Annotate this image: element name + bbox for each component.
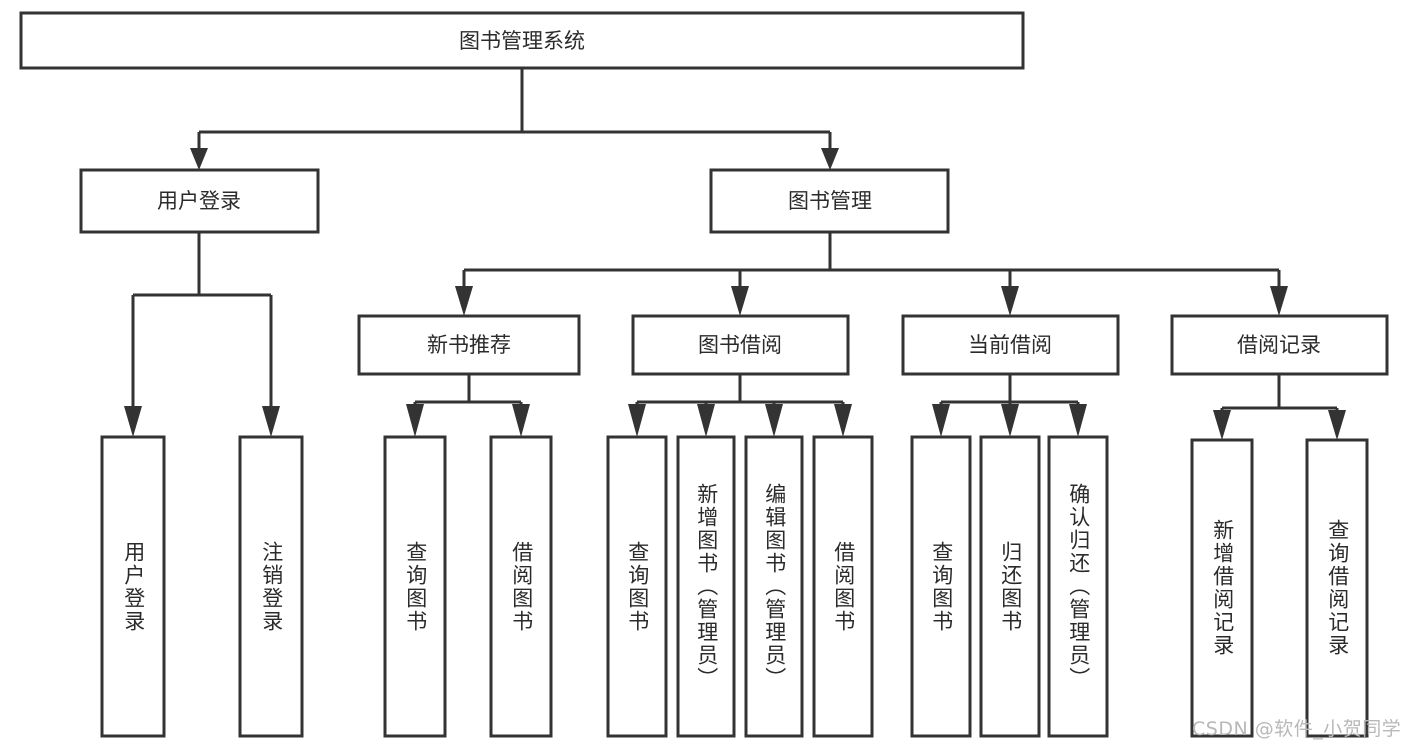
arrowhead-leaf-borrow-book-1 [512, 404, 530, 437]
connector-group [124, 68, 1346, 440]
node-box-leaf-query-book-1[interactable] [383, 435, 447, 738]
horizontal-labels: 图书管理系统 用户登录 图书管理 新书推荐 图书借阅 当前借阅 借阅记录 [157, 29, 1321, 357]
arrowhead-current-borrow [1001, 286, 1019, 316]
node-box-leaf-query-book-2[interactable] [606, 435, 668, 738]
node-box-new-book-recommend[interactable] [357, 314, 581, 376]
label-new-book-recommend: 新书推荐 [427, 333, 511, 357]
node-box-leaf-logout-login[interactable] [238, 435, 304, 738]
node-box-leaf-confirm-return[interactable] [1047, 435, 1109, 738]
node-box-leaf-return-book[interactable] [979, 435, 1041, 738]
arrowhead-borrow-record [1270, 286, 1288, 316]
arrowhead-leaf-confirm-return [1069, 404, 1087, 437]
node-box-leaf-user-login[interactable] [100, 435, 166, 738]
label-book-manage: 图书管理 [788, 189, 872, 213]
node-box-leaf-query-borrow-record[interactable] [1305, 438, 1369, 738]
node-box-leaf-borrow-book-2[interactable] [812, 435, 874, 738]
csdn-watermark: CSDN @软件_小贺同学 [1192, 718, 1402, 740]
node-boxes [19, 11, 1389, 738]
node-box-leaf-query-book-3[interactable] [910, 435, 972, 738]
node-box-current-borrow[interactable] [901, 314, 1120, 376]
arrowhead-leaf-query-book-1 [406, 404, 424, 437]
arrowhead-leaf-query-book-2 [628, 404, 646, 437]
label-current-borrow: 当前借阅 [968, 333, 1052, 357]
node-box-root[interactable] [19, 11, 1025, 70]
node-box-leaf-add-book[interactable] [676, 435, 736, 738]
node-box-book-borrow[interactable] [631, 314, 850, 376]
node-box-leaf-edit-book[interactable] [744, 435, 804, 738]
label-borrow-record: 借阅记录 [1237, 333, 1321, 357]
node-box-leaf-borrow-book-1[interactable] [489, 435, 553, 738]
node-box-leaf-add-borrow-record[interactable] [1190, 438, 1254, 738]
arrowhead-leaf-return-book [1001, 404, 1019, 437]
arrowhead-book-manage [821, 148, 839, 170]
arrowhead-leaf-add-borrow-record [1213, 410, 1231, 440]
arrowhead-leaf-user-login [124, 406, 142, 437]
arrowhead-leaf-query-borrow-record [1328, 410, 1346, 440]
arrowhead-book-borrow [731, 286, 749, 316]
arrowhead-leaf-logout-login [262, 406, 280, 437]
label-book-borrow: 图书借阅 [698, 333, 782, 357]
arrowhead-new-book-recommend [455, 286, 473, 316]
node-box-borrow-record[interactable] [1170, 314, 1389, 376]
label-root: 图书管理系统 [459, 29, 585, 53]
node-box-book-manage[interactable] [709, 168, 950, 234]
arrowhead-leaf-borrow-book-2 [834, 404, 852, 437]
arrowhead-leaf-edit-book [765, 404, 783, 437]
label-user-login: 用户登录 [157, 189, 241, 213]
arrowhead-user-login [190, 148, 208, 170]
arrowhead-leaf-add-book [697, 404, 715, 437]
arrowhead-leaf-query-book-3 [932, 404, 950, 437]
node-box-user-login[interactable] [79, 168, 320, 234]
